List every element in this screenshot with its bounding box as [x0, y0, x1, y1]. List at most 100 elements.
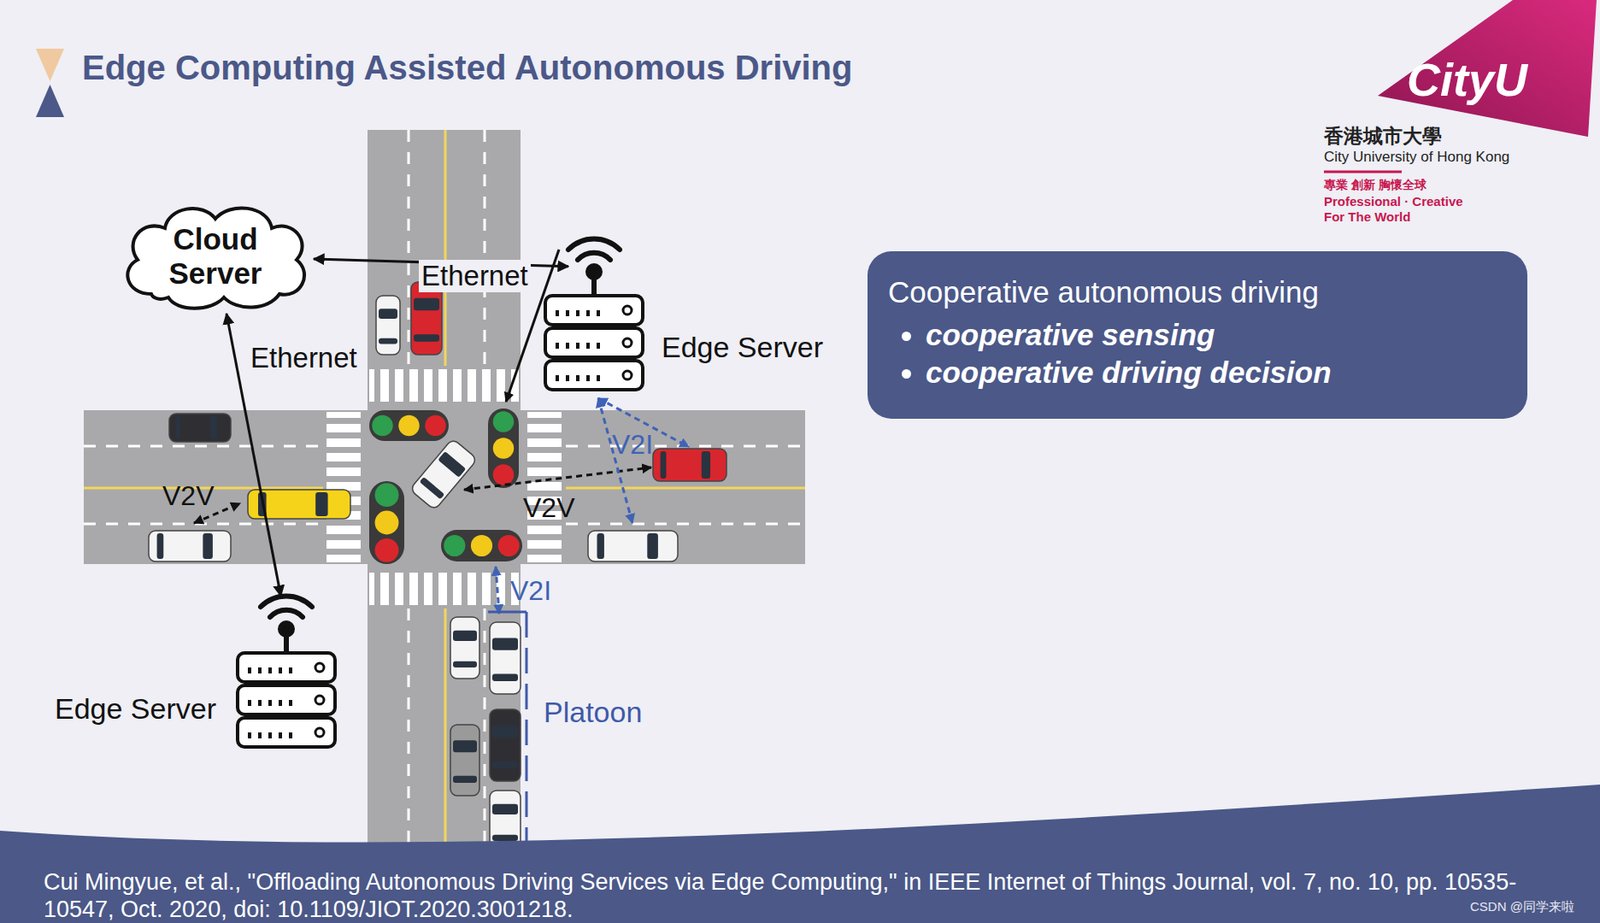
car [419, 476, 446, 500]
node-label: Cloud Server [155, 222, 276, 291]
car [413, 334, 440, 342]
car [376, 295, 400, 355]
link-label: V2I [510, 575, 552, 607]
car [588, 530, 678, 562]
car [175, 416, 181, 440]
bullet-list: cooperative sensingcooperative driving d… [888, 316, 1507, 392]
car [437, 451, 466, 478]
car [450, 724, 480, 796]
car [597, 533, 605, 559]
car [452, 630, 477, 642]
car [148, 530, 231, 562]
traffic-light [441, 529, 523, 562]
car [378, 308, 398, 319]
bullet-item: cooperative sensing [925, 316, 1507, 354]
logo-text: City University of Hong Kong [1323, 148, 1510, 166]
road [407, 129, 411, 366]
logo-text: For The World [1323, 209, 1411, 224]
car [378, 338, 398, 345]
car [411, 282, 442, 355]
v2i-link [495, 398, 689, 614]
logo-text: 專業 創新 胸懷全球 [1323, 177, 1427, 194]
car [148, 530, 231, 562]
traffic-light [493, 411, 514, 432]
node-label: Edge Server [54, 692, 217, 726]
traffic-light [369, 410, 449, 442]
cloud-server: Cloud Server [117, 198, 314, 314]
edge-server: Edge Server [51, 581, 351, 753]
panel-heading: Cooperative autonomous driving [888, 273, 1507, 312]
caption: Cui Mingyue, et al., "Offloading Autonom… [43, 868, 1574, 923]
link-label: V2I [611, 429, 653, 461]
road [83, 129, 806, 855]
edge-server: Edge Server [538, 223, 838, 395]
logo-text: CityU [1406, 52, 1528, 106]
car [169, 413, 231, 442]
logo-shape [1377, 0, 1597, 137]
title-icon [35, 84, 65, 118]
group-label: Platoon [543, 695, 642, 730]
edge-server-icon [538, 223, 650, 395]
platoon-bracket [488, 611, 527, 614]
road [565, 487, 806, 490]
road [83, 129, 806, 855]
road [565, 445, 806, 448]
car [489, 709, 521, 782]
traffic-light [369, 481, 405, 565]
traffic-light [375, 482, 400, 507]
road [565, 523, 806, 526]
car [492, 673, 518, 681]
car [411, 282, 442, 355]
traffic-light [369, 481, 405, 565]
title-icon [35, 48, 65, 118]
v2v-link [464, 467, 652, 490]
road [483, 608, 487, 855]
road [83, 410, 806, 565]
car [492, 724, 518, 737]
crosswalk [527, 411, 562, 563]
bullet-item: cooperative driving decision [925, 353, 1507, 392]
traffic-light [470, 535, 493, 557]
car [450, 617, 480, 679]
road [407, 608, 411, 855]
road [83, 523, 324, 526]
crosswalk [326, 411, 361, 563]
traffic-light [443, 535, 465, 557]
road [83, 129, 806, 855]
title-icon [35, 48, 65, 82]
car [452, 740, 477, 753]
crosswalk [369, 369, 519, 402]
info-panel: Cooperative autonomous driving cooperativ… [867, 251, 1528, 419]
car [450, 617, 480, 679]
car [647, 533, 659, 559]
edge-server-icon [230, 581, 342, 753]
car [452, 776, 477, 783]
watermark: CSDN @同学来啦 [1470, 899, 1575, 916]
car [169, 413, 231, 442]
traffic-light [488, 408, 519, 489]
traffic-light [371, 415, 393, 436]
road [83, 445, 324, 448]
car [315, 492, 328, 517]
traffic-light [375, 538, 400, 563]
platoon-bracket [525, 611, 529, 853]
traffic-light [493, 464, 514, 485]
car [409, 438, 477, 511]
antenna [568, 238, 620, 296]
car [492, 760, 518, 768]
car [652, 448, 727, 482]
car [660, 451, 667, 479]
v2i-link [495, 566, 500, 614]
platoon-bracket [488, 611, 527, 853]
car [652, 448, 727, 482]
traffic-light [369, 410, 449, 442]
edge-label: Ethernet [418, 259, 531, 293]
car [202, 533, 213, 559]
title: Edge Computing Assisted Autonomous Drivi… [82, 48, 853, 88]
car [450, 724, 480, 796]
car [376, 295, 400, 355]
car [157, 533, 165, 559]
vehicle [148, 282, 727, 853]
footer-band [0, 784, 1600, 923]
road [444, 608, 448, 855]
